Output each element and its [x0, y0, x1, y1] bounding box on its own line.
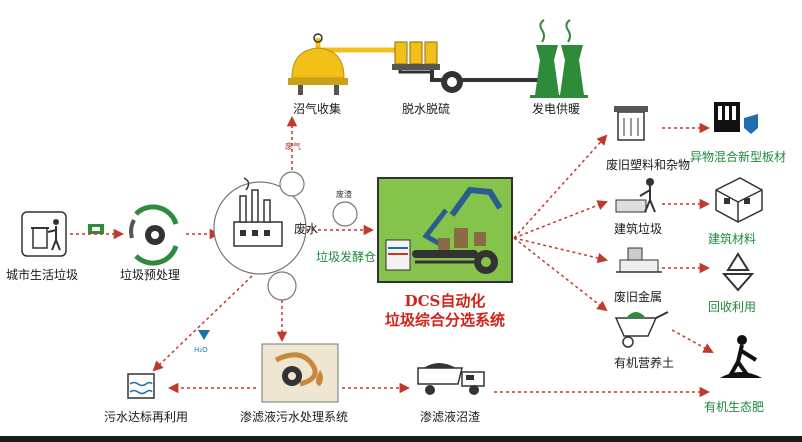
- label-composite-board: 异物混合新型板材: [690, 150, 787, 164]
- biogas-tank-icon: [288, 33, 348, 95]
- label-pretreat: 垃圾预处理: [120, 268, 181, 282]
- label-old-plastic: 废旧塑料和杂物: [606, 158, 691, 172]
- label-building-material: 建筑材料: [708, 232, 757, 246]
- label-leachate-residue: 渗滤液沼渣: [420, 410, 481, 424]
- composite-board-icon: [714, 102, 758, 134]
- cooling-tower-icon: [530, 19, 588, 98]
- output-arrows: [513, 134, 609, 312]
- label-eco-fertilizer: 有机生态肥: [704, 400, 765, 414]
- factory-icon: [213, 177, 307, 275]
- brick-worker-icon: [615, 178, 656, 213]
- dump-truck-icon: [417, 363, 485, 395]
- label-waste-water: 废水: [294, 222, 319, 236]
- label-residue-small: 废渣: [336, 190, 352, 199]
- shovel-worker-icon: [720, 335, 762, 378]
- recycle-icon: [721, 252, 755, 292]
- product-arrows: [662, 122, 714, 354]
- desulfurize-tank-icon: [392, 41, 463, 93]
- trash-bin-icon: [21, 211, 67, 257]
- label-construction-waste: 建筑垃圾: [614, 222, 663, 236]
- gas-bubble: [279, 171, 305, 197]
- label-sewage-reuse: 污水达标再利用: [104, 410, 189, 424]
- residue-bubble: [332, 201, 358, 227]
- label-power-heat: 发电供暖: [532, 102, 581, 116]
- label-ferment-bin: 垃圾发酵仓: [316, 250, 377, 264]
- label-recycle: 回收利用: [708, 300, 757, 314]
- recycle-cycle-icon: [129, 204, 179, 266]
- label-biogas-small: 废气: [285, 142, 301, 151]
- label-leachate-system: 渗滤液污水处理系统: [240, 410, 349, 424]
- label-biogas-collect: 沼气收集: [293, 102, 342, 116]
- plastic-bin-icon: [614, 106, 648, 141]
- brick-stack-icon: [715, 177, 763, 223]
- water-drop-icon: H₂O: [194, 330, 210, 354]
- metal-scrap-icon: [616, 247, 662, 273]
- wheelbarrow-icon: [614, 311, 669, 348]
- svg-text:H₂O: H₂O: [194, 346, 208, 354]
- leachate-treatment-icon: [261, 343, 339, 403]
- label-urban-waste: 城市生活垃圾: [6, 268, 79, 282]
- small-ticket-icon: [88, 224, 104, 234]
- label-organic-soil: 有机营养土: [614, 356, 675, 370]
- label-old-metal: 废旧金属: [614, 290, 663, 304]
- leachate-bubble: [267, 271, 297, 301]
- dcs-title-line1: DCS自动化: [404, 292, 486, 310]
- bottom-bar: [0, 436, 802, 442]
- dcs-title-line2: 垃圾综合分选系统: [384, 311, 505, 329]
- sewage-pool-icon: [127, 373, 155, 399]
- label-desulfurize: 脱水脱硫: [402, 102, 451, 116]
- dcs-title: DCS自动化 垃圾综合分选系统: [378, 292, 512, 330]
- sorting-machine-icon: [377, 177, 513, 283]
